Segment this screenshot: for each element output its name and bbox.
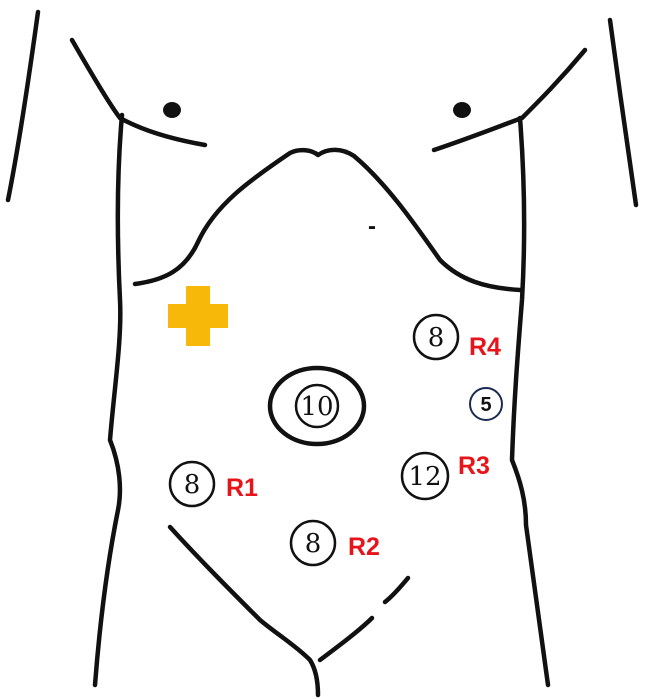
groin-left xyxy=(167,524,321,698)
port-r4-number: 8 xyxy=(428,323,445,353)
port-r2-number: 8 xyxy=(305,529,322,559)
camera-port-number: 10 xyxy=(300,392,333,422)
right-arm-outer xyxy=(607,17,639,208)
left-arm-outer xyxy=(5,9,41,203)
groin-right-lower xyxy=(317,615,375,663)
port-r4-label: R4 xyxy=(469,333,501,361)
right-nipple xyxy=(453,102,471,118)
groin-right-upper xyxy=(382,575,411,605)
assistant-port: 5 xyxy=(469,387,503,421)
port-r3: 12 R3 xyxy=(400,451,490,501)
plus-icon xyxy=(168,286,228,346)
right-shoulder-line xyxy=(431,47,588,153)
port-r1-label: R1 xyxy=(226,474,258,502)
rib-cage-line xyxy=(132,147,523,293)
port-r2-label: R2 xyxy=(348,533,380,561)
port-r1: 8 R1 xyxy=(168,460,258,508)
right-flank xyxy=(509,115,551,688)
camera-port: 10 xyxy=(267,365,367,447)
assistant-port-number: 5 xyxy=(480,394,491,416)
port-r3-label: R3 xyxy=(458,452,490,480)
minus-marker: - xyxy=(368,213,376,240)
port-r4: 8 R4 xyxy=(412,313,501,361)
port-r2: 8 R2 xyxy=(289,519,380,567)
left-nipple xyxy=(163,102,181,118)
port-r1-number: 8 xyxy=(184,470,201,500)
left-flank xyxy=(92,112,125,688)
torso-outline xyxy=(5,9,639,698)
port-r3-number: 12 xyxy=(408,462,441,492)
left-shoulder-line xyxy=(69,37,208,148)
